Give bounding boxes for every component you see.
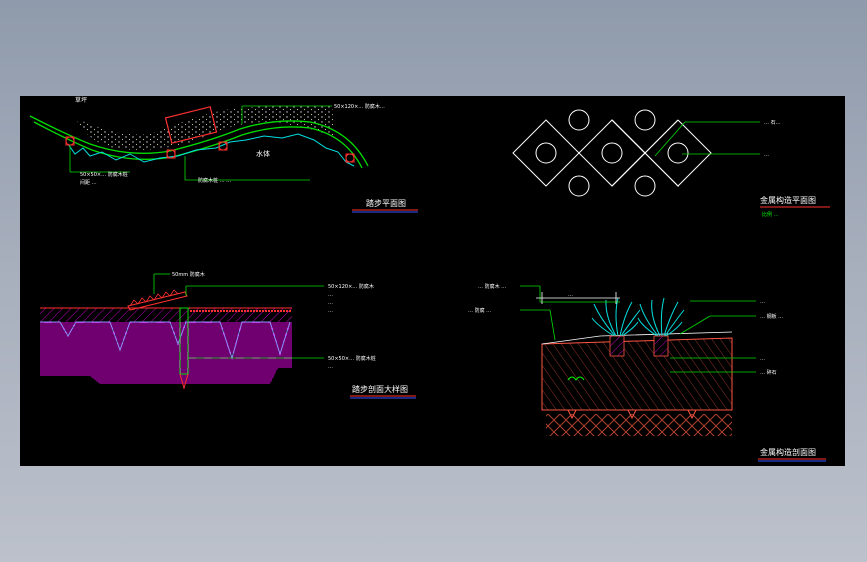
section-note-right-2: … <box>328 292 333 298</box>
section-note-top: 50mm 防腐木 <box>172 271 205 278</box>
planting-note-r-3: … <box>760 356 765 362</box>
paving-note-1: … 石… <box>764 120 781 126</box>
cad-drawing-canvas: 草坪 50×120×… 防腐木… 水体 50×50×… 防腐木桩 间距 … 防腐… <box>20 96 845 466</box>
planting-dim-label: … <box>568 292 573 298</box>
paving-title: 金属构造平面图 <box>760 195 816 205</box>
diamond-grid <box>512 119 712 187</box>
plant-root-2 <box>653 335 669 357</box>
grass-plant-1 <box>591 297 641 337</box>
paving-plan-panel: … 石… … 金属构造平面图 比例 … <box>512 109 830 218</box>
soil-surface-line <box>541 331 733 345</box>
plan-note-left-1: 50×50×… 防腐木桩 <box>80 171 128 178</box>
water-edge-line <box>67 133 355 167</box>
plan-title: 踏步平面图 <box>366 198 406 208</box>
section-leaders <box>153 273 324 359</box>
planting-title: 金属构造剖面图 <box>760 447 816 457</box>
section-note-bottom-1: 50×50×… 防腐木桩 <box>328 355 376 362</box>
plan-label-top-right: 50×120×… 防腐木… <box>334 103 385 110</box>
pile-tip <box>179 373 189 390</box>
slope-board <box>127 291 188 311</box>
small-plant-mark <box>567 376 585 381</box>
planting-note-tl-1: … 防腐木 … <box>478 283 506 290</box>
gravel-base <box>546 414 732 436</box>
slope-zigzag <box>129 289 179 307</box>
base-notches <box>567 409 697 420</box>
soil-body <box>541 337 733 411</box>
plan-label-lawn: 草坪 <box>75 96 87 104</box>
section-title: 踏步剖面大样图 <box>352 384 408 394</box>
planting-leaders <box>520 285 756 373</box>
section-note-right-1: 50×120×… 防腐木 <box>328 283 374 290</box>
section-note-right-3: … <box>328 300 333 306</box>
step-section-panel: 50mm 防腐木 50×120×… 防腐木 … … … 50×50×… 防腐木桩… <box>40 271 416 399</box>
plan-leaders <box>69 105 332 181</box>
plan-note-bottom: 防腐木桩 … … <box>198 177 231 184</box>
plan-panel: 草坪 50×120×… 防腐木… 水体 50×50×… 防腐木桩 间距 … 防腐… <box>29 96 418 213</box>
plan-note-left-2: 间距 … <box>80 179 97 186</box>
planting-note-r-4: … 碎石 <box>760 369 777 376</box>
step-outline <box>164 106 218 144</box>
paving-leaders <box>654 121 760 157</box>
paving-subtitle: 比例 … <box>762 211 779 218</box>
plant-root-1 <box>609 335 625 357</box>
wood-pile <box>179 307 189 375</box>
path-edge-inner <box>33 121 363 169</box>
planting-note-r-2: … 钢板 … <box>760 313 783 320</box>
planting-note-r-1: … <box>760 299 765 305</box>
lawn-dotted-area <box>75 105 335 150</box>
cad-drawing-svg: 草坪 50×120×… 防腐木… 水体 50×50×… 防腐木桩 间距 … 防腐… <box>29 96 830 462</box>
path-edge-outer <box>29 115 369 167</box>
section-note-right-4: … <box>328 308 333 314</box>
planting-section-panel: … 防腐木 … … 防腐 … … … … 钢板 … … … 碎石 金属构造剖面图 <box>468 283 826 462</box>
planting-note-tl-2: … 防腐 … <box>468 307 491 314</box>
section-note-bottom-2: … <box>328 364 333 370</box>
soil-top-edge <box>40 321 291 360</box>
paving-note-2: … <box>764 152 769 158</box>
grass-plant-2 <box>637 297 685 337</box>
paver-circles <box>535 109 689 197</box>
plan-label-pond: 水体 <box>256 149 270 158</box>
soil-weave <box>40 322 292 384</box>
